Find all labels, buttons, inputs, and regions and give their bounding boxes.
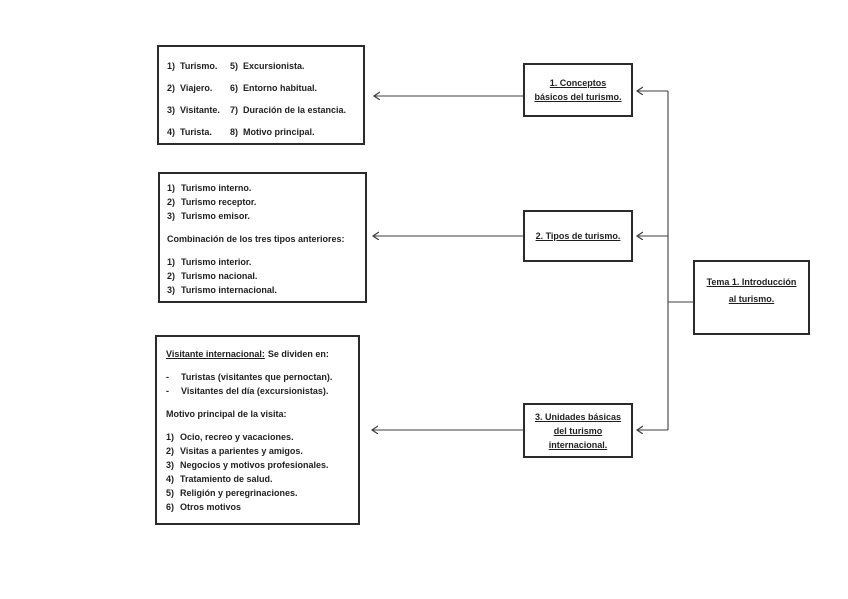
node-label-line: 2. Tipos de turismo.: [535, 231, 621, 241]
item-number: 1): [167, 61, 176, 71]
item-text: Turismo interior.: [181, 257, 252, 267]
item-number: 3): [167, 211, 176, 221]
list-item: 1) Ocio, recreo y vacaciones.: [166, 430, 354, 444]
item-number: 4): [166, 474, 175, 484]
item-text: Excursionista.: [243, 61, 305, 71]
item-text: Visitas a parientes y amigos.: [180, 446, 303, 456]
list-item: 2) Turismo nacional.: [167, 269, 361, 283]
item-text: Tratamiento de salud.: [180, 474, 273, 484]
heading-rest: Se dividen en:: [267, 349, 329, 359]
heading-underlined: Visitante internacional:: [166, 349, 265, 359]
item-text: Visitante.: [180, 105, 220, 115]
item-text: Turismo.: [180, 61, 218, 71]
list-item: 1) Turismo interior.: [167, 255, 361, 269]
item-number: 2): [167, 197, 176, 207]
item-number: 6): [166, 502, 175, 512]
list-item: - Visitantes del día (excursionistas).: [166, 384, 354, 398]
item-number: 2): [167, 83, 176, 93]
item-text: Turismo internacional.: [181, 285, 277, 295]
node-label-line: del turismo: [553, 425, 603, 436]
item-text: Turista.: [180, 127, 212, 137]
item-dash: -: [166, 372, 169, 382]
list-item: 5) Religión y peregrinaciones.: [166, 486, 354, 500]
item-text: Otros motivos: [180, 502, 242, 512]
node-label-line: Tema 1. Introducción: [706, 276, 797, 287]
item-text: Entorno habitual.: [243, 83, 317, 93]
item-number: 5): [166, 488, 175, 498]
list-item: 2) Viajero. 6) Entorno habitual.: [167, 77, 359, 99]
list-item: 3) Turismo internacional.: [167, 283, 361, 297]
item-text: Turismo receptor.: [181, 197, 257, 207]
list-item: 3) Turismo emisor.: [167, 209, 361, 223]
list-item: 3) Negocios y motivos profesionales.: [166, 458, 354, 472]
box-international-visitors-list: Visitante internacional:Se dividen en: -…: [155, 335, 360, 525]
list-item: 2) Turismo receptor.: [167, 195, 361, 209]
list-item: 6) Otros motivos: [166, 500, 354, 514]
list-item: - Turistas (visitantes que pernoctan).: [166, 370, 354, 384]
list-item: 1) Turismo. 5) Excursionista.: [167, 55, 359, 77]
item-number: 2): [167, 271, 176, 281]
item-number: 3): [167, 285, 176, 295]
visitors-heading: Visitante internacional:Se dividen en:: [166, 347, 354, 361]
list-item: 1) Turismo interno.: [167, 181, 361, 195]
visitors-subheading: Motivo principal de la visita:: [166, 409, 287, 419]
list-item: 4) Tratamiento de salud.: [166, 472, 354, 486]
node-tema-root: Tema 1. Introducción al turismo.: [693, 260, 810, 335]
item-text: Viajero.: [180, 83, 213, 93]
list-item: 2) Visitas a parientes y amigos.: [166, 444, 354, 458]
item-text: Visitantes del día (excursionistas).: [181, 386, 329, 396]
item-number: 3): [167, 105, 176, 115]
item-text: Duración de la estancia.: [243, 105, 347, 115]
node-label-line: internacional.: [548, 439, 608, 450]
item-number: 2): [166, 446, 175, 456]
item-text: Turistas (visitantes que pernoctan).: [181, 372, 333, 382]
list-item: 4) Turista. 8) Motivo principal.: [167, 121, 359, 143]
item-text: Negocios y motivos profesionales.: [180, 460, 329, 470]
box-basic-concepts-list: 1) Turismo. 5) Excursionista. 2) Viajero…: [157, 45, 365, 145]
item-number: 1): [166, 432, 175, 442]
item-number: 8): [230, 127, 239, 137]
item-number: 1): [167, 257, 176, 267]
item-number: 5): [230, 61, 239, 71]
item-number: 1): [167, 183, 176, 193]
item-number: 7): [230, 105, 239, 115]
node-label-line: 3. Unidades básicas: [534, 411, 622, 422]
node-label-line: 1. Conceptos: [549, 78, 607, 88]
item-number: 3): [166, 460, 175, 470]
node-basic-concepts: 1. Conceptos básicos del turismo.: [523, 63, 633, 117]
box-tourism-types-list: 1) Turismo interno. 2) Turismo receptor.…: [158, 172, 367, 303]
item-number: 4): [167, 127, 176, 137]
list-item: 3) Visitante. 7) Duración de la estancia…: [167, 99, 359, 121]
item-text: Turismo interno.: [181, 183, 252, 193]
node-label-line: básicos del turismo.: [534, 92, 622, 102]
item-text: Motivo principal.: [243, 127, 315, 137]
item-text: Ocio, recreo y vacaciones.: [180, 432, 294, 442]
node-tourism-types: 2. Tipos de turismo.: [523, 210, 633, 262]
item-dash: -: [166, 386, 169, 396]
node-label-line: al turismo.: [728, 293, 775, 304]
node-basic-units: 3. Unidades básicas del turismo internac…: [523, 403, 633, 458]
item-text: Turismo emisor.: [181, 211, 250, 221]
item-text: Turismo nacional.: [181, 271, 258, 281]
item-text: Religión y peregrinaciones.: [180, 488, 298, 498]
combination-note: Combinación de los tres tipos anteriores…: [167, 234, 345, 244]
item-number: 6): [230, 83, 239, 93]
